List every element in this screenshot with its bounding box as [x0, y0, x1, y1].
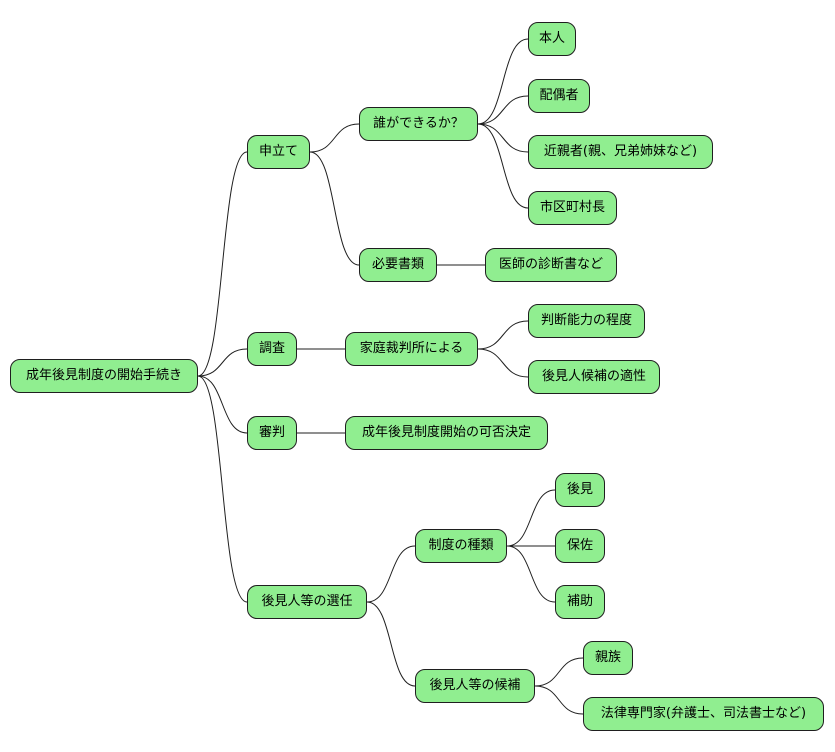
node-candidate-legal-expert: 法律専門家(弁護士、司法書士など)	[583, 697, 824, 731]
connector-system-types-to-type-guardianship	[506, 489, 556, 547]
node-type-guardianship: 後見	[555, 473, 605, 507]
node-who-self: 本人	[528, 22, 576, 56]
node-required-documents: 必要書類	[359, 248, 437, 282]
node-judgment-capacity: 判断能力の程度	[528, 304, 645, 338]
node-candidates: 後見人等の候補	[415, 669, 535, 703]
connector-who-can-apply-to-who-self	[477, 38, 529, 125]
node-investigation: 調査	[247, 332, 297, 366]
node-who-can-apply: 誰ができるか？	[359, 107, 478, 141]
connector-appointment-to-candidates	[366, 601, 416, 687]
connector-who-can-apply-to-who-mayor	[477, 123, 529, 209]
node-decision: 成年後見制度開始の可否決定	[345, 416, 548, 450]
connector-root-to-investigation	[197, 348, 248, 377]
node-root: 成年後見制度の開始手続き	[10, 359, 198, 393]
node-trial: 審判	[247, 416, 297, 450]
node-candidate-family: 親族	[583, 641, 633, 675]
node-system-types: 制度の種類	[415, 529, 507, 563]
node-guardian-suitability: 後見人候補の適性	[528, 360, 660, 394]
connector-who-can-apply-to-who-spouse	[477, 95, 529, 125]
node-who-relatives: 近親者(親、兄弟姉妹など)	[528, 135, 713, 169]
node-by-family-court: 家庭裁判所による	[345, 332, 478, 366]
node-medical-certificate: 医師の診断書など	[485, 248, 617, 282]
node-appointment: 後見人等の選任	[247, 585, 367, 619]
connector-who-can-apply-to-who-relatives	[477, 123, 529, 153]
connector-root-to-appointment	[197, 375, 248, 603]
connector-candidates-to-candidate-family	[534, 657, 584, 687]
connector-system-types-to-type-assistance	[506, 545, 556, 603]
connector-by-family-court-to-guardian-suitability	[477, 348, 529, 378]
connector-root-to-trial	[197, 375, 248, 434]
node-who-mayor: 市区町村長	[528, 191, 617, 225]
connector-application-to-who-can-apply	[309, 123, 360, 153]
connector-by-family-court-to-judgment-capacity	[477, 320, 529, 350]
node-application: 申立て	[247, 135, 310, 169]
node-who-spouse: 配偶者	[528, 79, 590, 113]
connector-application-to-required-documents	[309, 151, 360, 266]
connector-appointment-to-system-types	[366, 545, 416, 603]
node-type-curatorship: 保佐	[555, 529, 605, 563]
connector-candidates-to-candidate-legal-expert	[534, 685, 584, 715]
connector-root-to-application	[197, 151, 248, 377]
node-type-assistance: 補助	[555, 585, 605, 619]
